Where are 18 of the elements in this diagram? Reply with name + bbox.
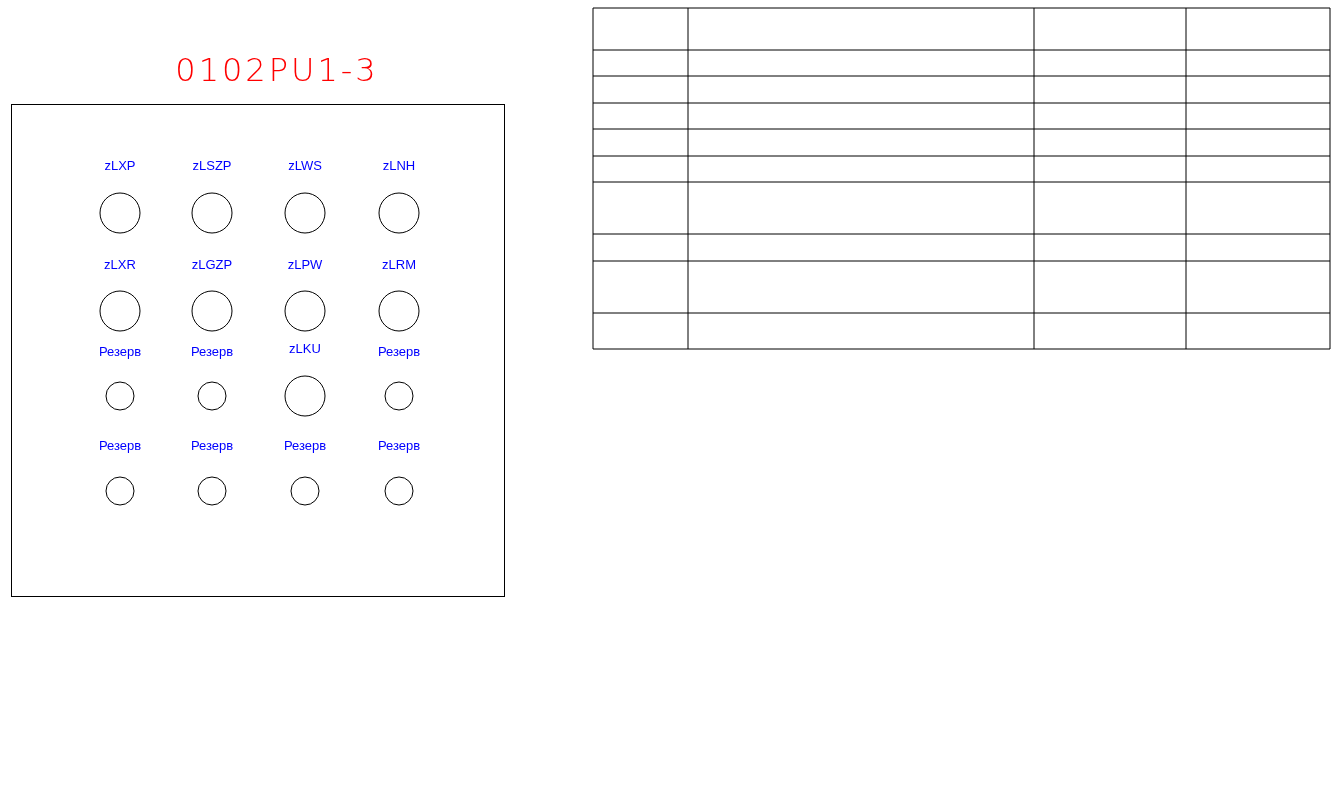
hole-label: Резерв xyxy=(98,438,142,453)
hole-label: Резерв xyxy=(190,344,234,359)
hole-label: zLPW xyxy=(287,257,323,272)
hole-label: Резерв xyxy=(283,438,327,453)
hole-label: Резерв xyxy=(98,344,142,359)
hole-label: zLGZP xyxy=(191,257,233,272)
hole-label: zLSZP xyxy=(192,158,232,173)
hole-label: zLWS xyxy=(288,158,322,173)
hole-label: zLKU xyxy=(289,341,321,356)
panel-outline xyxy=(11,104,505,597)
drawing-title: 0102PU1-3 xyxy=(174,50,380,90)
hole-label: Резерв xyxy=(377,438,421,453)
hole-label: zLXR xyxy=(104,257,136,272)
hole-label: zLNH xyxy=(382,158,416,173)
hole-label: zLXP xyxy=(104,158,136,173)
hole-label: zLRM xyxy=(382,257,416,272)
hole-label: Резерв xyxy=(377,344,421,359)
hole-label: Резерв xyxy=(190,438,234,453)
